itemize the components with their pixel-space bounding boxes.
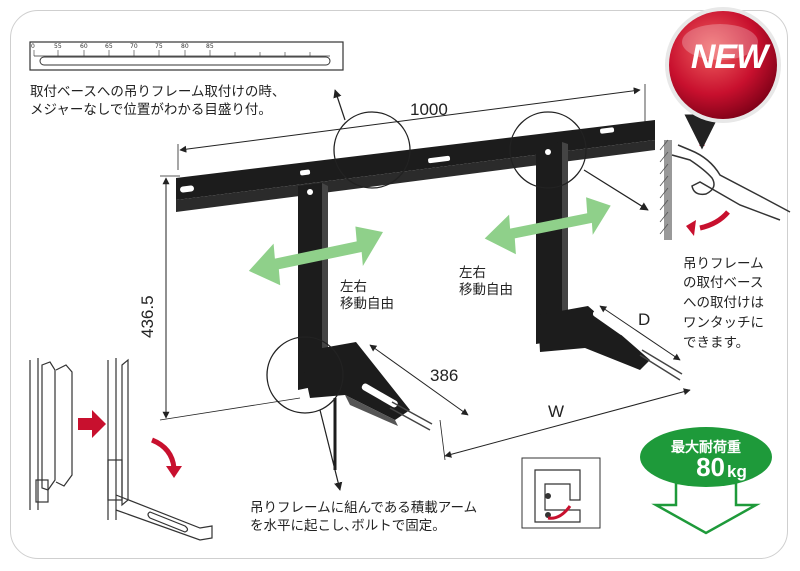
dimension-line-w bbox=[439, 388, 691, 461]
left-right-arrow-left bbox=[248, 226, 383, 286]
new-badge-label: NEW bbox=[690, 38, 768, 76]
move-right-line1: 左右 bbox=[459, 265, 486, 281]
max-load-unit: kg bbox=[727, 462, 747, 481]
dimension-label-w: W bbox=[548, 402, 565, 421]
max-load-title: 最大耐荷重 bbox=[671, 440, 741, 456]
detail-circle-mount bbox=[509, 111, 587, 189]
onetouch-line4: ワンタッチに bbox=[683, 315, 764, 331]
left-hanging-frame bbox=[298, 183, 433, 470]
onetouch-line2: の取付ベース bbox=[683, 275, 764, 291]
scale-tick-55: 55 bbox=[54, 43, 62, 50]
scale-tick-75: 75 bbox=[155, 43, 163, 50]
detail-circle-scale bbox=[333, 111, 411, 189]
scale-tick-70: 70 bbox=[130, 43, 138, 50]
detail-circle-arm bbox=[266, 336, 344, 414]
arm-note-line1: 吊りフレームに組んである積載アーム bbox=[250, 500, 478, 516]
dimension-label-height: 436.5 bbox=[138, 295, 157, 338]
bolt-detail-box bbox=[521, 457, 601, 529]
dimension-label-width: 1000 bbox=[410, 100, 448, 119]
onetouch-line5: できます。 bbox=[683, 335, 750, 351]
wall-mount-detail bbox=[659, 114, 791, 240]
red-arrow-curve bbox=[150, 437, 182, 478]
scale-tick-60: 60 bbox=[80, 43, 88, 50]
dimension-line-d bbox=[599, 305, 681, 361]
onetouch-line1: 吊りフレーム bbox=[683, 256, 764, 272]
right-hanging-frame bbox=[536, 142, 683, 381]
scale-strip bbox=[29, 41, 344, 71]
red-arrow-right bbox=[78, 410, 106, 438]
left-right-arrow-right bbox=[484, 197, 611, 255]
scale-tick-85: 85 bbox=[206, 43, 214, 50]
move-left-line2: 移動自由 bbox=[340, 296, 394, 312]
dimension-line-height bbox=[159, 175, 301, 421]
max-load-value: 80 bbox=[696, 452, 725, 482]
scale-tick-0: 0 bbox=[31, 43, 35, 50]
arm-fold-detail bbox=[29, 358, 213, 541]
new-badge bbox=[665, 7, 781, 123]
scale-tick-65: 65 bbox=[105, 43, 113, 50]
max-load-badge bbox=[640, 427, 772, 535]
scale-note-line1: 取付ベースへの吊りフレーム取付けの時、 bbox=[30, 84, 286, 100]
dimension-label-d: D bbox=[638, 310, 651, 329]
onetouch-line3: への取付けは bbox=[683, 295, 764, 311]
move-right-line2: 移動自由 bbox=[459, 282, 513, 298]
dimension-label-depth: 386 bbox=[430, 366, 459, 385]
scale-note-line2: メジャーなしで位置がわかる目盛り付。 bbox=[30, 102, 272, 118]
arm-note-line2: を水平に起こし､ボルトで固定。 bbox=[250, 518, 446, 534]
scale-tick-80: 80 bbox=[181, 43, 189, 50]
move-left-line1: 左右 bbox=[340, 279, 367, 295]
mounting-base-bar bbox=[176, 120, 655, 212]
